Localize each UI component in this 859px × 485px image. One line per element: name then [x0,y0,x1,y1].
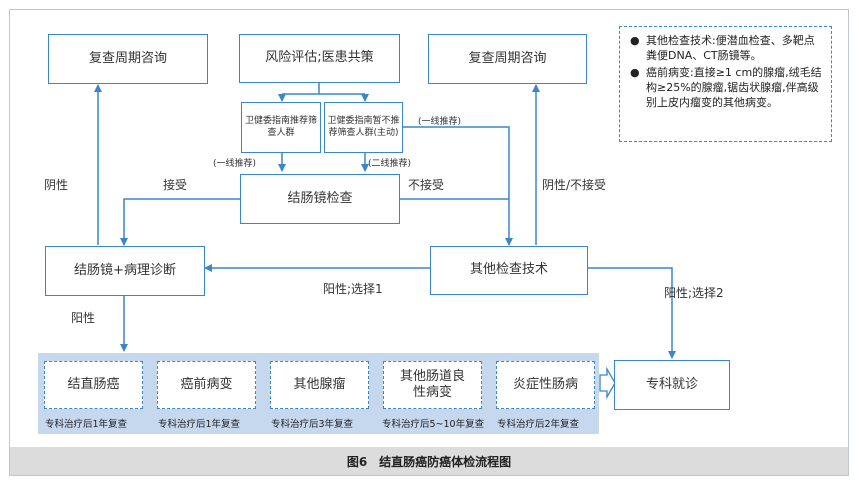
not-accept-label: 不接受 [408,178,445,192]
side-note-item: ● 癌前病变:直接≥1 cm的腺瘤,绒毛结构≥25%的腺瘤,锯齿状腺瘤,伴高级别… [630,65,823,110]
bullet-icon: ● [630,34,640,47]
outcome-box-ibd: 炎症性肠病 [496,361,595,409]
bullet-icon: ● [630,66,640,79]
side-notes-box: ● 其他检查技术:便潜血检查、多靶点粪便DNA、CT肠镜等。 ● 癌前病变:直接… [619,26,832,142]
first-line-right-label: (一线推荐) [418,117,462,127]
outcome-box-benign-lesion: 其他肠道良性病变 [383,361,482,409]
negative-not-accept-label: 阴性/不接受 [542,178,607,192]
follow-up-right-node: 复查周期咨询 [428,34,587,84]
accept-label: 接受 [163,178,188,192]
outcome-note: 专科治疗后1年复查 [45,419,128,430]
follow-up-left-node: 复查周期咨询 [48,34,208,84]
negative-left-label: 阴性 [44,178,69,192]
specialist-node: 专科就诊 [614,360,730,410]
positive-choice2-label: 阳性;选择2 [664,286,724,300]
positive-choice1-label: 阳性;选择1 [323,282,383,296]
outcome-box-precancerous: 癌前病变 [157,361,256,409]
recommended-group-node: 卫健委指南推荐筛查人群 [241,102,321,153]
outcome-note: 专科治疗后3年复查 [271,419,354,430]
figure-caption: 图6 结直肠癌防癌体检流程图 [10,447,848,475]
outcome-box-colorectal-cancer: 结直肠癌 [44,361,143,409]
outcome-box-other-adenoma: 其他腺瘤 [270,361,369,409]
side-note-text: 癌前病变:直接≥1 cm的腺瘤,绒毛结构≥25%的腺瘤,锯齿状腺瘤,伴高级别上皮… [646,66,822,109]
second-line-label: (二线推荐) [368,159,412,169]
colonoscopy-pathology-node: 结肠镜+病理诊断 [45,246,205,296]
side-note-item: ● 其他检查技术:便潜血检查、多靶点粪便DNA、CT肠镜等。 [630,33,823,63]
outcome-note: 专科治疗后5~10年复查 [382,419,485,430]
outcome-note: 专科治疗后1年复查 [158,419,241,430]
risk-assessment-node: 风险评估;医患共策 [239,34,400,83]
colonoscopy-node: 结肠镜检查 [240,174,400,224]
positive-label: 阳性 [71,311,96,325]
side-note-text: 其他检查技术:便潜血检查、多靶点粪便DNA、CT肠镜等。 [646,34,815,62]
outcome-note: 专科治疗后2年复查 [497,419,580,430]
other-tech-node: 其他检查技术 [430,246,588,295]
not-recommended-group-node: 卫健委指南暂不推荐筛查人群(主动) [324,102,403,153]
first-line-left-label: (一线推荐) [213,159,257,169]
